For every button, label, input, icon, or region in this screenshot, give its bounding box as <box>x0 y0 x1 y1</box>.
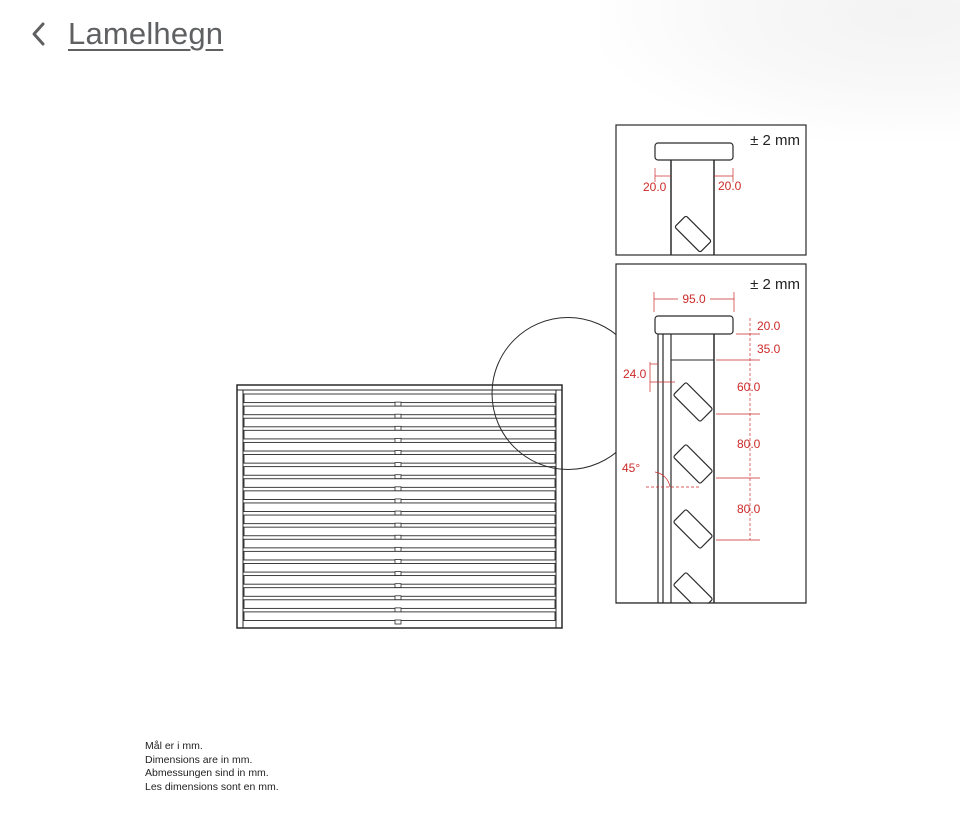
detail-top-cap <box>654 142 734 161</box>
note-german: Abmessungen sind in mm. <box>145 767 269 779</box>
dim-spacing-3-label: 80.0 <box>737 502 761 516</box>
fence-slat <box>243 575 556 585</box>
fence-slat <box>243 599 556 609</box>
fence-slat-spacer <box>394 571 402 576</box>
fence-slat-spacer <box>394 619 402 625</box>
detail-top: ± 2 mm 20.0 20.0 <box>615 124 807 256</box>
chevron-left-icon <box>28 20 48 48</box>
angle-arc <box>654 471 671 488</box>
dim-cap-width-label: 95.0 <box>682 292 706 306</box>
dim-top-left-label: 20.0 <box>643 180 667 194</box>
fence-slat <box>243 514 556 525</box>
dimension-notes: Mål er i mm. Dimensions are in mm. Abmes… <box>145 740 279 794</box>
fence-slat <box>243 526 556 537</box>
fence-slat-spacer <box>394 413 402 419</box>
detail-bottom-cap <box>654 315 734 335</box>
note-english: Dimensions are in mm. <box>145 753 253 766</box>
detail-bottom-slat-2 <box>673 444 713 484</box>
fence-slat <box>243 393 556 404</box>
dim-post-label: 24.0 <box>623 367 647 381</box>
fence-slat <box>243 538 556 549</box>
fence-slat-spacer <box>394 559 402 564</box>
fence-slat <box>243 454 556 464</box>
fence-slat <box>243 478 556 488</box>
fence-left-post <box>236 389 244 629</box>
back-link[interactable]: Lamelhegn <box>28 12 223 56</box>
fence-slats <box>243 393 556 625</box>
fence-slat-spacer <box>394 498 402 504</box>
detail-bottom: ± 2 mm 95.0 20.0 35.0 60.0 80.0 80.0 24.… <box>615 263 807 624</box>
fence-slat-spacer <box>394 522 402 528</box>
fence-slat <box>243 611 556 621</box>
fence-slat-spacer <box>394 486 402 492</box>
detail-bottom-frame <box>615 263 807 604</box>
fence-slat <box>243 587 556 597</box>
fence-slat-spacer <box>394 438 402 443</box>
detail-bottom-slat-1 <box>673 382 713 422</box>
fence-slat <box>243 490 556 500</box>
dim-top-right-label: 20.0 <box>718 179 742 193</box>
fence-slat-spacer <box>394 462 402 468</box>
fence-panel <box>236 384 563 629</box>
dim-gap-label: 35.0 <box>757 342 781 356</box>
detail-magnifier-circle <box>491 317 623 470</box>
fence-slat <box>243 417 556 428</box>
fence-slat-spacer <box>394 401 402 407</box>
fence-slat-spacer <box>394 425 402 431</box>
detail-bottom-clip <box>616 603 806 624</box>
fence-slat <box>243 502 556 513</box>
detail-top-slat <box>674 215 712 253</box>
back-label: Lamelhegn <box>68 16 224 51</box>
fence-slat-spacer <box>394 450 402 455</box>
fence-slat <box>243 441 556 452</box>
detail-bottom-tolerance: ± 2 mm <box>750 276 800 293</box>
fence-slat <box>243 405 556 416</box>
note-norwegian: Mål er i mm. <box>145 740 203 752</box>
fence-slat <box>243 550 556 561</box>
fence-slat-spacer <box>394 510 402 516</box>
dim-cap-height-label: 20.0 <box>757 319 781 333</box>
fence-slat <box>243 563 556 573</box>
fence-slat-spacer <box>394 546 402 552</box>
fence-slat-spacer <box>394 607 402 613</box>
fence-slat-spacer <box>394 474 402 480</box>
detail-bottom-slat-3 <box>673 509 713 549</box>
background-glare <box>600 0 960 140</box>
note-french: Les dimensions sont en mm. <box>145 780 279 793</box>
dim-spacing-1-label: 60.0 <box>737 380 761 394</box>
detail-top-tolerance: ± 2 mm <box>750 132 800 149</box>
fence-slat <box>243 429 556 440</box>
dim-spacing-2-label: 80.0 <box>737 437 761 451</box>
fence-slat-spacer <box>394 534 402 540</box>
fence-slat <box>243 466 556 476</box>
fence-slat-spacer <box>394 595 402 601</box>
fence-right-post <box>555 389 563 629</box>
fence-slat-spacer <box>394 583 402 589</box>
dim-angle-label: 45° <box>622 461 640 475</box>
